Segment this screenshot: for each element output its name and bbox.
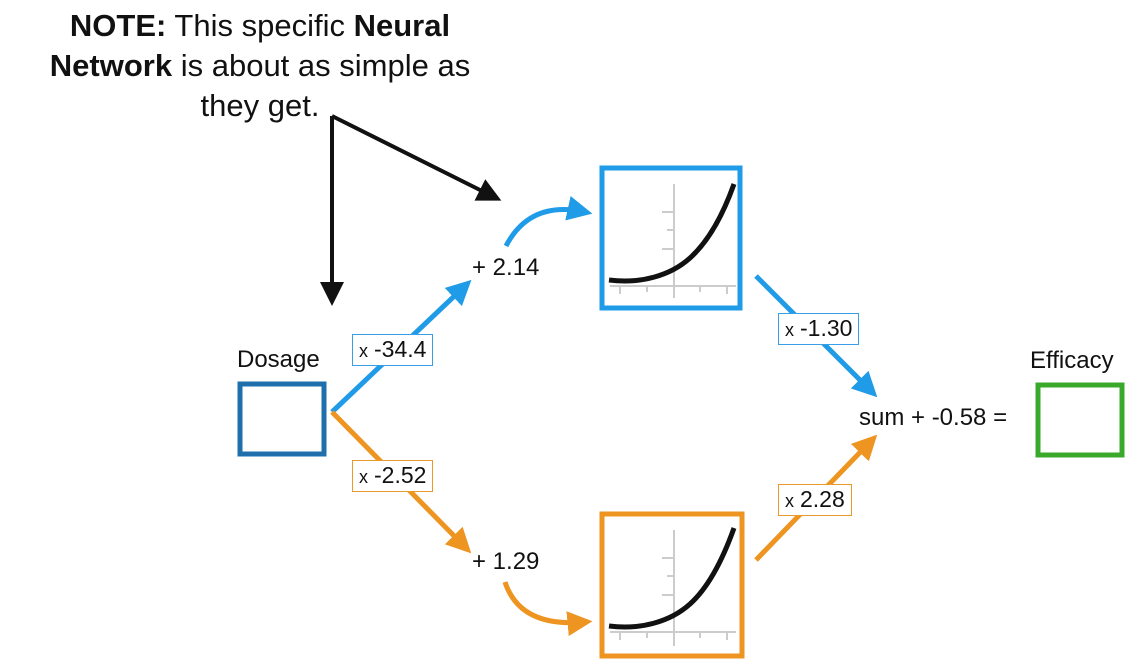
bottom-path [330,410,878,659]
efficacy-label: Efficacy [1030,347,1114,374]
top-output-weight-box: x -1.30 [778,313,860,345]
bottom-output-weight: 2.28 [800,486,845,512]
blue-curved-arrow-to-node [503,196,593,248]
note-bold-note: NOTE: [69,8,167,43]
multiply-sign: x [785,491,794,511]
top-activation-plot [608,183,737,298]
note-text-2: is about as simple as [172,48,471,83]
bottom-output-weight-box: x 2.28 [778,484,852,516]
note-text: NOTE: This specific Neural Network is ab… [0,6,520,126]
dosage-input-box [237,381,327,457]
softplus-curve-bottom [608,527,737,630]
note-pointer-arrows [320,114,502,306]
multiply-sign: x [359,341,368,361]
top-input-weight: -34.4 [374,336,427,362]
orange-curved-arrow-to-node [502,581,593,637]
sum-bias-equation: sum + -0.58 = [859,404,1008,431]
note-text-3: they get. [200,88,320,123]
top-path [330,165,878,414]
bottom-input-weight-box: x -2.52 [352,460,434,492]
bottom-input-weight: -2.52 [374,462,427,488]
top-hidden-node-box [599,165,743,311]
multiply-sign: x [359,467,368,487]
multiply-sign: x [785,320,794,340]
note-bold-network: Network [49,48,173,83]
top-output-weight: -1.30 [800,315,853,341]
softplus-curve-top [608,183,737,284]
note-bold-neural: Neural [353,8,451,43]
bottom-hidden-node-box [599,511,745,659]
top-bias-label: + 2.14 [472,254,540,281]
bottom-bias-label: + 1.29 [472,548,540,575]
top-input-weight-box: x -34.4 [352,334,434,366]
note-text-1: This specific [166,8,354,43]
efficacy-output-box [1035,382,1125,458]
pointer-arrow-to-network [331,114,502,201]
dosage-label: Dosage [237,346,320,373]
bottom-activation-plot [608,527,737,646]
